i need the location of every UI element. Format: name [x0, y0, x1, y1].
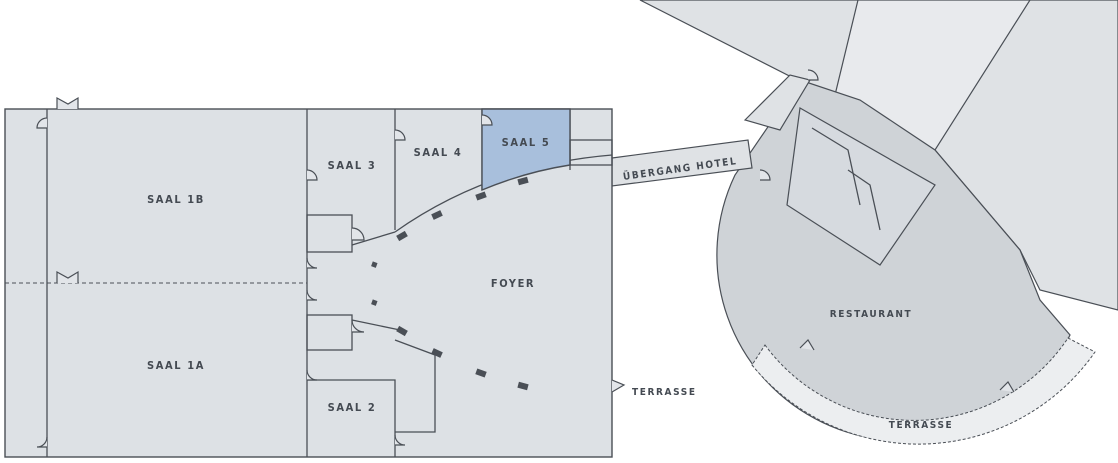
- saal-4-label: SAAL 4: [414, 146, 463, 159]
- foyer-label: FOYER: [491, 277, 535, 290]
- terrasse-right-label: TERRASSE: [889, 420, 954, 431]
- hotel-core-block: [786, 107, 936, 266]
- columns: [371, 176, 529, 391]
- saal-2-label: SAAL 2: [328, 401, 377, 414]
- saal-5-label: SAAL 5: [502, 136, 551, 149]
- terrasse-left-label: TERRASSE: [632, 387, 697, 398]
- saal-1a-label: SAAL 1A: [147, 359, 205, 372]
- restaurant-terrace: [751, 337, 1096, 445]
- saal-1b-label: SAAL 1B: [147, 193, 205, 206]
- saal-3-label: SAAL 3: [328, 159, 377, 172]
- restaurant-label: RESTAURANT: [830, 309, 912, 320]
- doors: [36, 69, 1015, 448]
